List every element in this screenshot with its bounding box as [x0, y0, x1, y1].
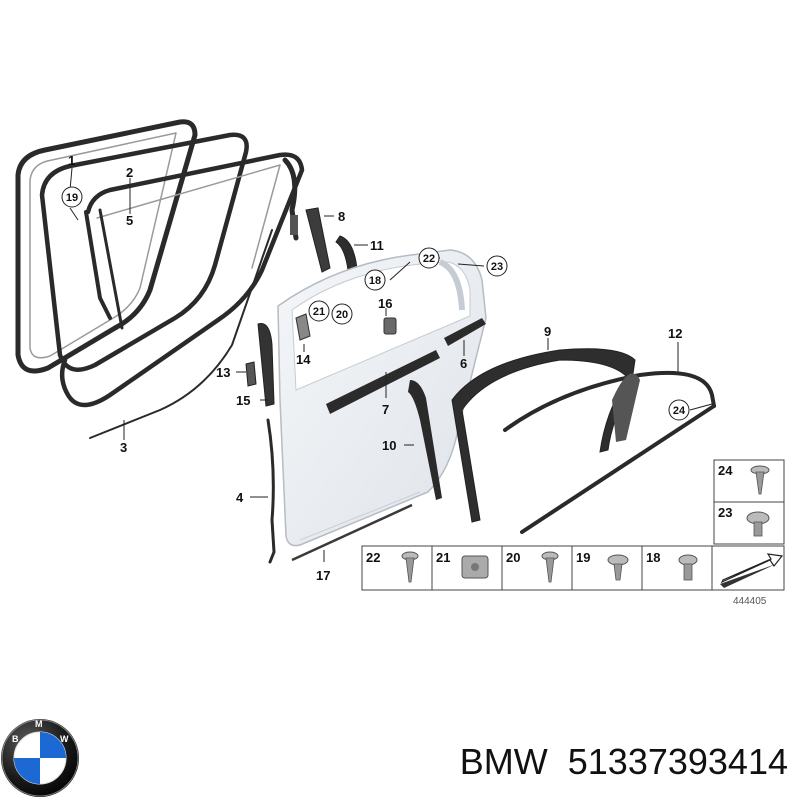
logo-letter-b: B [12, 734, 19, 744]
drawing-number: 444405 [733, 596, 767, 607]
screw-icon [750, 465, 770, 495]
screw-icon [541, 551, 559, 583]
fastener-table: 24 23 22 21 [361, 459, 785, 607]
callout-12: 12 [668, 326, 682, 341]
callout-13: 13 [216, 365, 230, 380]
belt-moulding-7 [326, 350, 440, 414]
corner-piece [282, 157, 299, 241]
belt-seal-6 [444, 318, 486, 346]
window-seal-3 [59, 152, 305, 439]
window-seal-1 [15, 119, 198, 374]
svg-text:18: 18 [369, 275, 381, 287]
callout-8: 8 [338, 209, 345, 224]
window-channel-5 [84, 208, 124, 330]
direction-arrow-cell [711, 545, 785, 591]
trim-15 [257, 322, 275, 407]
svg-text:24: 24 [673, 405, 686, 417]
callout-1: 1 [68, 153, 75, 168]
clip-nut-icon [461, 555, 489, 579]
svg-text:20: 20 [506, 550, 520, 565]
logo-letter-m: M [35, 719, 43, 729]
part-number: 51337393414 [568, 741, 788, 782]
brand-and-part-number: BMW 51337393414 [460, 741, 788, 782]
frame-seal-12 [503, 370, 716, 534]
fastener-cell-19: 19 [571, 545, 643, 591]
callout-17: 17 [316, 568, 330, 583]
callout-14: 14 [296, 352, 311, 367]
callout-circle-20: 20 [331, 303, 353, 325]
callout-circle-21: 21 [308, 300, 330, 322]
svg-text:20: 20 [336, 309, 348, 321]
svg-text:21: 21 [313, 306, 325, 318]
callout-9: 9 [544, 324, 551, 339]
bmw-logo: B M W [1, 719, 79, 797]
callout-circle-24: 24 [668, 399, 690, 421]
callout-6: 6 [460, 356, 467, 371]
callout-15: 15 [236, 393, 250, 408]
screw-icon [401, 551, 419, 583]
frame-seal-9 [451, 348, 636, 523]
fastener-cell-21: 21 [431, 545, 503, 591]
fastener-cell-18: 18 [641, 545, 713, 591]
window-seal-2 [39, 132, 249, 372]
brand-name: BMW [460, 741, 548, 782]
callout-circle-22: 22 [418, 247, 440, 269]
callout-circle-18: 18 [364, 269, 386, 291]
fastener-cell-20: 20 [501, 545, 573, 591]
clip-16 [383, 317, 397, 335]
svg-text:24: 24 [718, 463, 733, 478]
bracket-13 [245, 361, 257, 387]
arrow-icon [720, 553, 784, 588]
svg-text:22: 22 [366, 550, 380, 565]
svg-text:18: 18 [646, 550, 660, 565]
bolt-icon [746, 511, 770, 537]
svg-text:19: 19 [576, 550, 590, 565]
callout-11: 11 [370, 238, 384, 253]
fastener-cell-23: 23 [713, 501, 785, 545]
callout-circle-19: 19 [61, 186, 83, 208]
fastener-cell-22: 22 [361, 545, 433, 591]
bolt-icon [678, 554, 698, 581]
b-pillar-trim-8 [305, 207, 331, 273]
svg-text:19: 19 [66, 192, 78, 204]
svg-text:21: 21 [436, 550, 450, 565]
svg-text:23: 23 [718, 505, 732, 520]
push-clip-icon [607, 554, 629, 581]
bracket-14 [295, 313, 311, 341]
callout-7: 7 [382, 402, 389, 417]
logo-letter-w: W [60, 734, 69, 744]
callout-circle-23: 23 [486, 255, 508, 277]
svg-text:22: 22 [423, 253, 435, 265]
pillar-10 [408, 380, 442, 500]
callout-10: 10 [382, 438, 396, 453]
fastener-cell-24: 24 [713, 459, 785, 503]
part-labels: 1 2 3 4 5 6 7 8 9 10 11 12 13 14 15 16 1… [68, 153, 682, 583]
callout-5: 5 [126, 213, 133, 228]
callout-16: 16 [378, 296, 392, 311]
callout-3: 3 [120, 440, 127, 455]
door-seal-4 [266, 418, 276, 564]
circled-callouts: 18 19 20 21 22 23 24 [61, 186, 690, 421]
svg-text:23: 23 [491, 261, 503, 273]
callout-4: 4 [236, 490, 244, 505]
callout-2: 2 [126, 165, 133, 180]
sill-seal-17 [291, 503, 413, 562]
